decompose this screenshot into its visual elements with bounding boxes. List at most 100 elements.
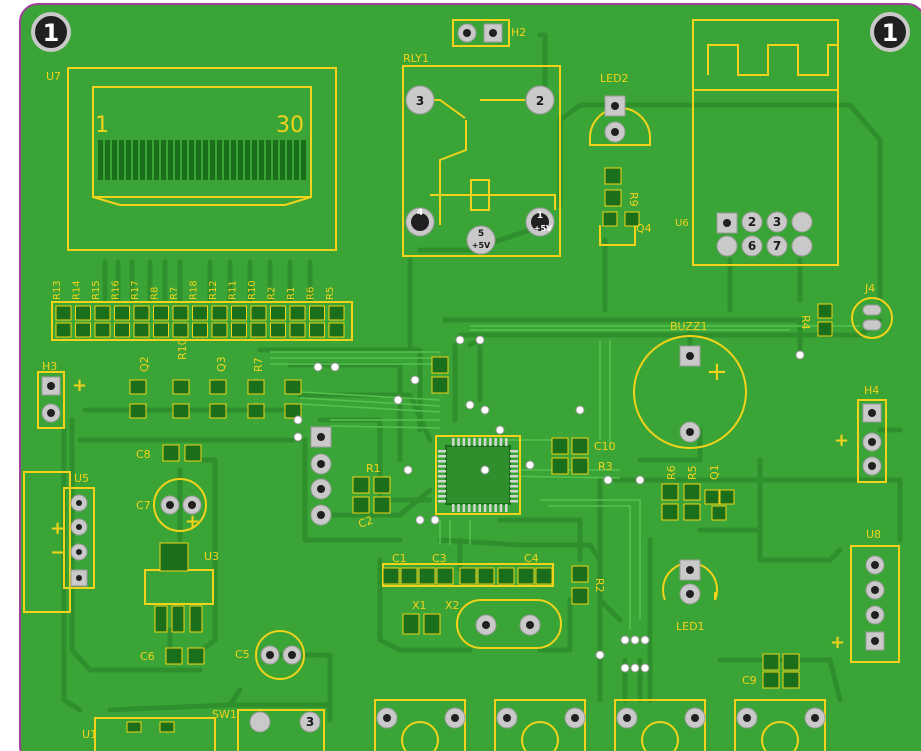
u7-pin bbox=[168, 140, 173, 180]
rly1-label: RLY1 bbox=[403, 52, 429, 65]
resistor-pad bbox=[114, 305, 130, 321]
u8-outline bbox=[850, 545, 900, 663]
mcu-pin bbox=[438, 465, 446, 468]
u7-pin bbox=[294, 140, 299, 180]
mcu-pin bbox=[438, 485, 446, 488]
mcu-pin bbox=[462, 438, 466, 446]
mcu-pin bbox=[438, 470, 446, 473]
relay-pin-holes bbox=[411, 213, 549, 231]
u7-pin bbox=[217, 140, 222, 180]
u5-plus-mark: + bbox=[50, 518, 65, 539]
q3-label: Q3 bbox=[215, 356, 228, 372]
resistor-pad bbox=[231, 322, 247, 338]
u7-pin bbox=[112, 140, 117, 180]
resistor-label: R11 bbox=[228, 280, 239, 300]
h3-outline bbox=[37, 371, 65, 429]
u7-pin bbox=[252, 140, 257, 180]
buzz1-plus-mark: + bbox=[706, 357, 728, 387]
resistor-pad bbox=[55, 322, 72, 338]
u7-pin bbox=[189, 140, 194, 180]
u7-pin bbox=[301, 140, 306, 180]
mcu-pin bbox=[494, 504, 497, 512]
x2-outline bbox=[456, 599, 562, 649]
c10-label: C10 bbox=[594, 440, 616, 453]
r10-label: R10 bbox=[176, 338, 189, 360]
mcu-pin bbox=[438, 495, 446, 498]
mcu-chip bbox=[445, 445, 511, 505]
c7-plus-mark: + bbox=[185, 511, 200, 532]
u6-pin7-label: 7 bbox=[773, 239, 781, 253]
mcu-pin bbox=[510, 490, 518, 493]
u3-label: U3 bbox=[204, 550, 219, 563]
c7-label: C7 bbox=[136, 499, 151, 512]
u7-pin bbox=[238, 140, 243, 180]
u5-minus-mark: − bbox=[50, 542, 65, 563]
mcu-pin bbox=[499, 438, 503, 446]
resistor-pad bbox=[211, 305, 228, 321]
rly1-pin5-label: 5 bbox=[478, 229, 484, 239]
mcu-pin bbox=[473, 504, 476, 512]
j4-outline bbox=[851, 297, 893, 339]
svg-text:1: 1 bbox=[882, 19, 899, 47]
resistor-label: R10 bbox=[247, 280, 258, 300]
mcu-pin bbox=[462, 504, 466, 512]
r3-label: R3 bbox=[598, 460, 613, 473]
resistor-pad bbox=[211, 322, 228, 338]
u7-pin bbox=[133, 140, 138, 180]
q4-label: Q4 bbox=[636, 222, 652, 235]
u7-pin bbox=[203, 140, 208, 180]
resistor-pad bbox=[153, 305, 169, 321]
corner-mark-right: 1 bbox=[870, 12, 910, 52]
u7-label: U7 bbox=[46, 70, 61, 83]
through-hole-pads bbox=[41, 23, 885, 733]
mcu-pin bbox=[438, 500, 446, 503]
u7-pin bbox=[196, 140, 201, 180]
mcu-pin bbox=[510, 480, 518, 483]
rly1-pin5 bbox=[466, 225, 496, 255]
u7-pin bbox=[161, 140, 166, 180]
rly1-pin2-label: 2 bbox=[536, 94, 544, 108]
resistor-pad bbox=[172, 305, 189, 321]
resistor-label: R15 bbox=[91, 280, 102, 300]
j4-label: J4 bbox=[864, 282, 875, 295]
mcu-pin bbox=[452, 438, 455, 446]
c7-outline bbox=[153, 478, 207, 532]
u7-pin bbox=[105, 140, 110, 180]
u7-pin bbox=[175, 140, 180, 180]
mcu-pin bbox=[510, 495, 518, 498]
mcu-pin bbox=[510, 455, 518, 458]
mcu-pin bbox=[438, 480, 446, 483]
rly1-pin1-label: 1 bbox=[537, 211, 543, 221]
rly1-outline bbox=[402, 65, 561, 257]
u7-pin bbox=[147, 140, 152, 180]
buzz1-label: BUZZ1 bbox=[670, 320, 707, 333]
resistor-pad bbox=[94, 305, 111, 321]
resistor-pad bbox=[172, 322, 189, 338]
h4-outline bbox=[857, 399, 887, 483]
c2-label: C2 bbox=[357, 514, 375, 531]
u7-pin bbox=[210, 140, 215, 180]
mcu-pin bbox=[489, 438, 492, 446]
h4-label: H4 bbox=[864, 384, 879, 397]
c5-label: C5 bbox=[235, 648, 250, 661]
rly1-pin4-label: 4 bbox=[417, 208, 423, 218]
u8-plus-mark: + bbox=[830, 632, 845, 653]
h2-label: H2 bbox=[511, 26, 526, 39]
svg-text:1: 1 bbox=[43, 19, 60, 47]
u7-pin bbox=[273, 140, 278, 180]
resistor-pad bbox=[289, 305, 306, 321]
sw1-outline bbox=[237, 709, 325, 751]
u7-pin bbox=[154, 140, 159, 180]
mcu-pin bbox=[438, 460, 446, 463]
resistor-label: R14 bbox=[72, 280, 83, 300]
resistor-label: R18 bbox=[189, 280, 200, 300]
sw1-pin3-label: 3 bbox=[306, 715, 314, 729]
u7-pin bbox=[126, 140, 131, 180]
u7-pin-first-label: 1 bbox=[95, 113, 109, 138]
buzz1-outline bbox=[633, 335, 747, 449]
c9-label: C9 bbox=[742, 674, 757, 687]
mcu-pin bbox=[438, 490, 446, 493]
mcu-pin bbox=[467, 438, 471, 446]
resistor-pad bbox=[309, 322, 325, 338]
